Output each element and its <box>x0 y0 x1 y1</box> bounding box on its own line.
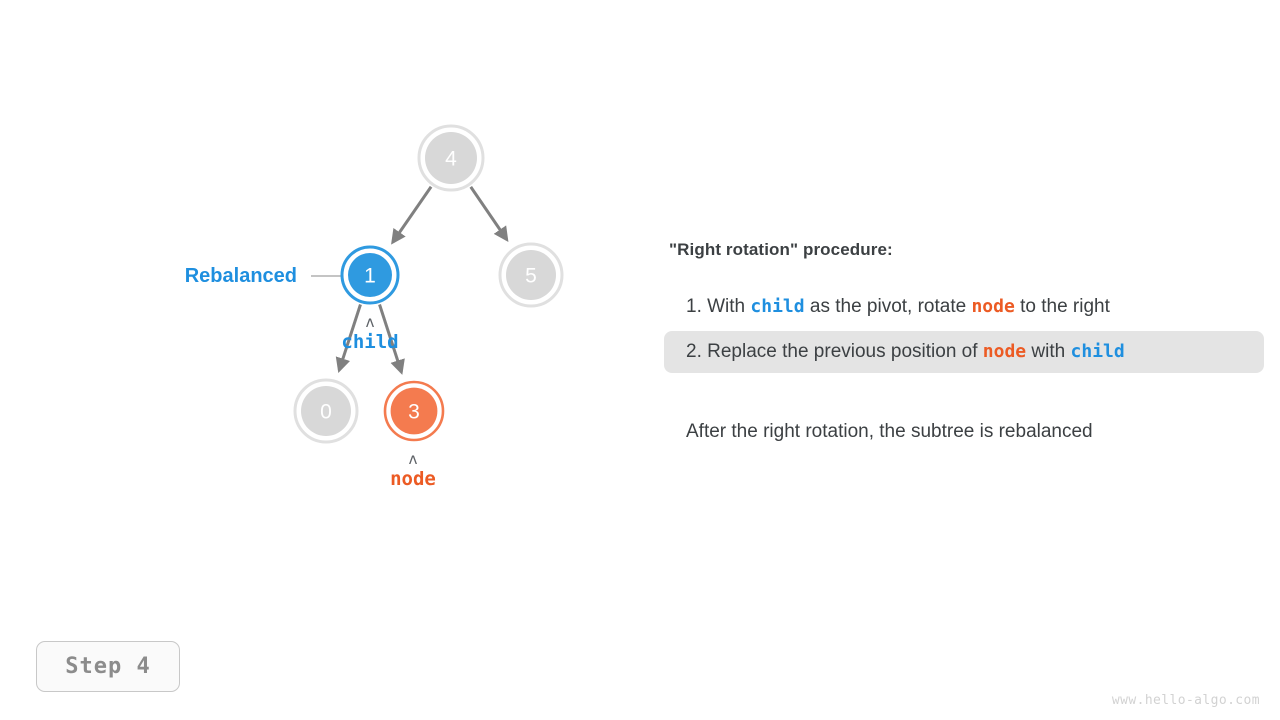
keyword-child: child <box>750 296 805 317</box>
node-disc <box>348 253 392 297</box>
node-disc <box>506 250 556 300</box>
node-value: 1 <box>364 265 376 288</box>
node-outer-ring <box>293 378 359 444</box>
tree-edge-n4-n1 <box>391 185 433 245</box>
annotation-layer: Rebalanced <box>185 265 342 287</box>
tree-edge-layer <box>335 185 509 375</box>
keyword-node: node <box>971 296 1015 317</box>
tree-node-5: 5 <box>498 242 564 308</box>
p-node-caret-icon: ʌ <box>408 450 417 468</box>
rebalanced-annotation-label: Rebalanced <box>185 265 297 287</box>
node-outer-ring <box>340 245 400 305</box>
step-text-fragment: as the pivot, rotate <box>804 296 972 317</box>
procedure-step-list: 1. With child as the pivot, rotate node … <box>664 286 1264 374</box>
tree-node-3: 3 <box>383 380 445 442</box>
node-disc <box>390 387 438 435</box>
p-child-caret-icon: ʌ <box>365 313 374 331</box>
keyword-child: child <box>1070 340 1125 362</box>
step-badge: Step 4 <box>36 641 180 692</box>
tree-node-1: 1 <box>340 245 400 305</box>
node-disc <box>425 132 477 184</box>
procedure-panel: "Right rotation" procedure: 1. With chil… <box>664 240 1264 443</box>
step-text-fragment: 2. Replace the previous position of <box>686 340 983 362</box>
procedure-step-2: 2. Replace the previous position of node… <box>664 330 1264 374</box>
node-disc <box>301 386 351 436</box>
procedure-step-1: 1. With child as the pivot, rotate node … <box>664 286 1264 329</box>
node-outer-ring <box>383 380 445 442</box>
tree-edge-n4-n5 <box>469 186 509 242</box>
node-value: 3 <box>408 401 420 424</box>
step-text-fragment: 1. With <box>686 296 751 317</box>
tree-edge-n1-n3 <box>378 304 405 375</box>
tree-node-layer: 4 1 5 0 3 <box>293 124 564 444</box>
node-value: 4 <box>445 148 457 171</box>
watermark: www.hello-algo.com <box>1111 693 1260 708</box>
node-outer-ring <box>417 124 485 192</box>
tree-node-0: 0 <box>293 378 359 444</box>
node-value: 5 <box>525 265 537 288</box>
step-text-fragment: to the right <box>1014 296 1110 317</box>
tree-node-4: 4 <box>417 124 485 192</box>
procedure-heading: "Right rotation" procedure: <box>669 240 893 259</box>
keyword-node: node <box>982 340 1027 362</box>
node-outer-ring <box>498 242 564 308</box>
conclusion-text: After the right rotation, the subtree is… <box>686 421 1093 443</box>
step-text-fragment: with <box>1026 340 1071 362</box>
node-value: 0 <box>320 401 332 424</box>
tree-edge-n1-n0 <box>335 304 362 373</box>
p-child-label: child <box>341 331 398 353</box>
p-node-label: node <box>390 468 436 490</box>
